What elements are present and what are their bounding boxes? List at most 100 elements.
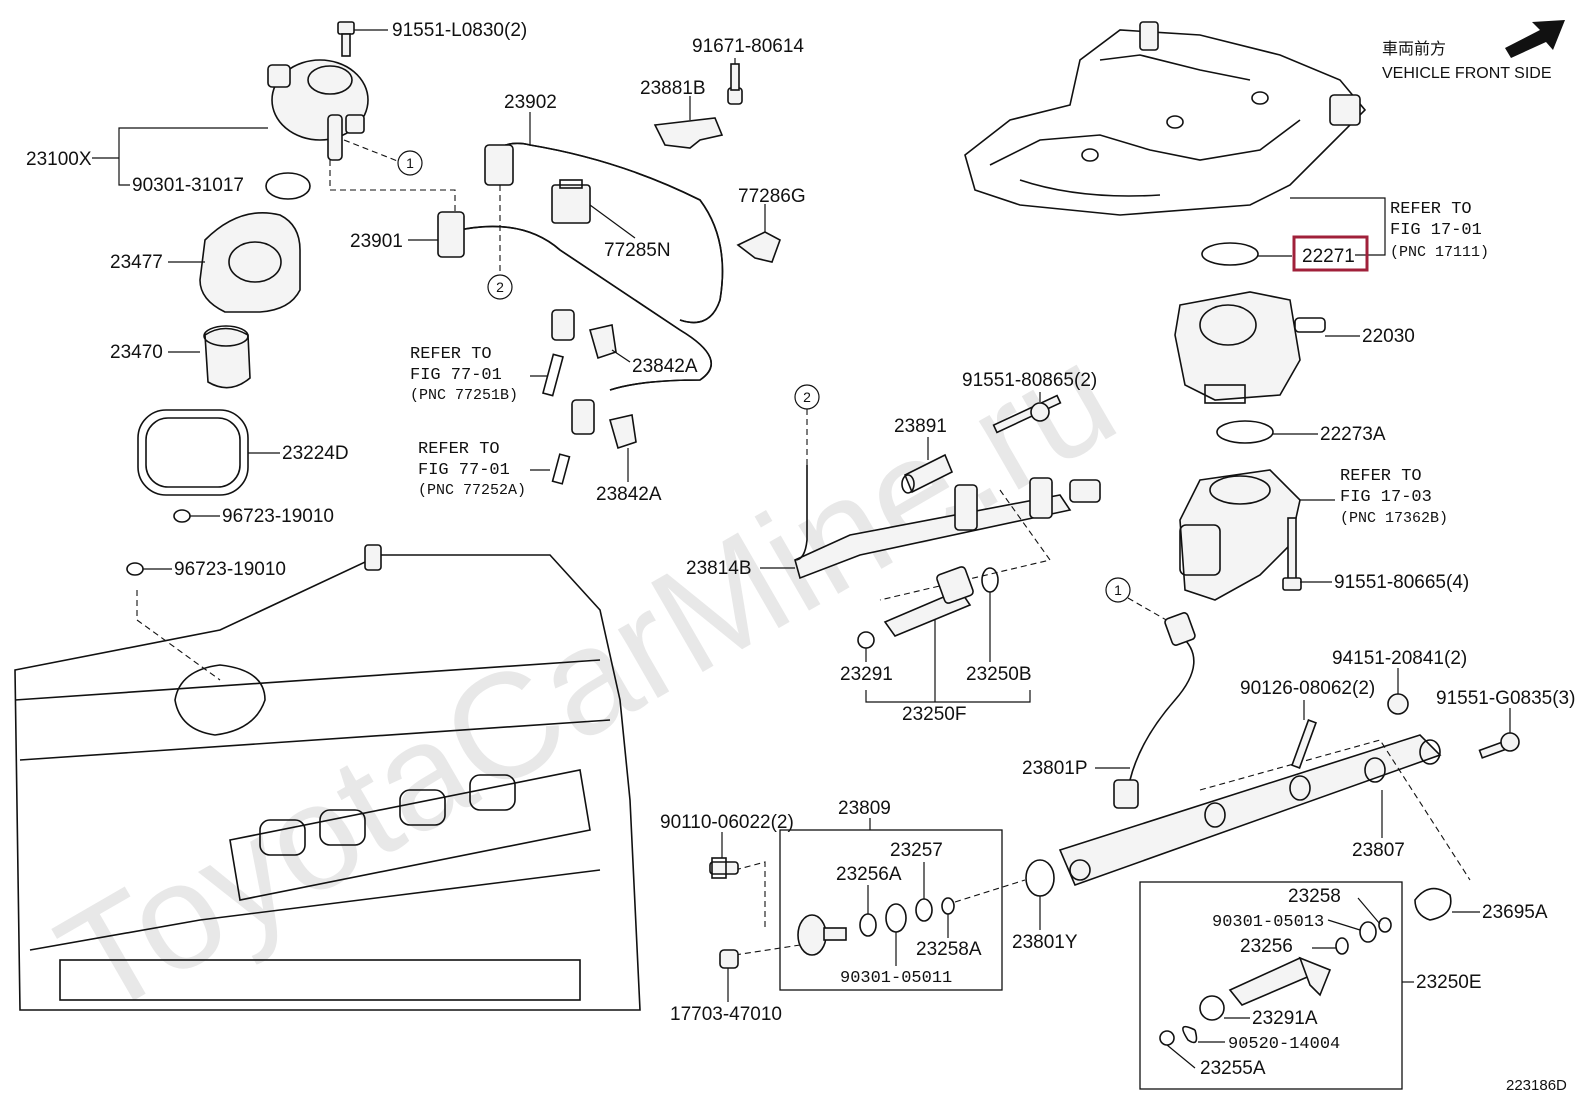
refer-77251B-line2[interactable]: FIG 77-01 (410, 366, 502, 385)
label-23801P: 23801P (1022, 758, 1088, 779)
injector-23250F[interactable] (883, 566, 974, 637)
damper-23891[interactable] (901, 453, 954, 494)
label-90520-14004: 90520-14004 (1228, 1035, 1340, 1054)
label-90126-08062: 90126-08062(2) (1240, 678, 1375, 699)
clip-90520-14004[interactable] (1182, 1025, 1198, 1044)
o-ring-90301-05013[interactable] (1359, 921, 1377, 943)
seal-23256[interactable] (1335, 937, 1349, 955)
refer-17111-line2[interactable]: FIG 17-01 (1390, 221, 1482, 240)
clamp-23842A-upper[interactable] (588, 324, 617, 360)
label-23801Y: 23801Y (1012, 932, 1078, 953)
label-77286G: 77286G (738, 186, 806, 207)
vehicle-front-arrow-icon (1505, 20, 1565, 58)
gasket-22271[interactable] (1201, 242, 1259, 266)
o-ring-90301-05011[interactable] (885, 903, 907, 933)
bolt-91671-80614[interactable] (727, 63, 743, 105)
seal-23291[interactable] (857, 631, 875, 649)
egr-valve-assembly[interactable] (1179, 469, 1301, 601)
direction-label-jp: 車両前方 (1382, 40, 1446, 58)
throttle-body-22030[interactable] (1174, 291, 1326, 404)
fuel-pump-23100X[interactable] (267, 59, 369, 161)
group-box-23809 (779, 829, 1003, 991)
label-23257: 23257 (890, 840, 943, 861)
label-23291: 23291 (840, 664, 893, 685)
gasket-23224D[interactable] (137, 409, 249, 496)
label-77285N: 77285N (604, 240, 671, 261)
bolt-91551-G0835[interactable] (1478, 732, 1520, 759)
label-23807: 23807 (1352, 840, 1405, 861)
ref-marker-2-mid: 2 (803, 389, 811, 405)
label-90301-05011: 90301-05011 (840, 969, 952, 988)
refer-77251B-line3[interactable]: (PNC 77251B) (410, 387, 518, 404)
refer-77252A-line2[interactable]: FIG 77-01 (418, 461, 510, 480)
ref-marker-1-top: 1 (406, 155, 414, 171)
label-23477: 23477 (110, 252, 163, 273)
ref-marker-2-top: 2 (496, 279, 504, 295)
refer-17111-line3[interactable]: (PNC 17111) (1390, 244, 1489, 261)
clamp-23842A-lower[interactable] (608, 414, 637, 450)
label-23842A-lower: 23842A (596, 484, 662, 505)
plug-17703-47010[interactable] (719, 949, 739, 969)
hose-end-lower[interactable] (571, 399, 595, 435)
nut-94151-20841[interactable] (1387, 693, 1409, 715)
label-94151-20841: 94151-20841(2) (1332, 648, 1467, 669)
clamp-77285N[interactable] (551, 179, 591, 224)
fuel-hose-23901[interactable] (437, 211, 712, 391)
bolt-91551-L0830[interactable] (337, 21, 355, 57)
intake-manifold (964, 21, 1367, 216)
seal-23291A[interactable] (1199, 995, 1225, 1021)
stud-90126-08062[interactable] (1291, 719, 1317, 769)
pump-lifter-23470[interactable] (203, 325, 251, 389)
label-23250B: 23250B (966, 664, 1032, 685)
clamp-23695A[interactable] (1414, 887, 1452, 921)
refer-77252A-line3[interactable]: (PNC 77252A) (418, 482, 526, 499)
label-91551-80865: 91551-80865(2) (962, 370, 1097, 391)
label-90301-31017: 90301-31017 (132, 175, 244, 196)
fuel-rail-23814B[interactable] (794, 465, 1101, 580)
refer-17362B-line2[interactable]: FIG 17-03 (1340, 488, 1432, 507)
refer-77252A-line1[interactable]: REFER TO (418, 440, 500, 459)
bolt-90110-06022[interactable] (709, 857, 739, 879)
bolt-91551-80865[interactable] (992, 394, 1062, 434)
seal-23256A[interactable] (859, 913, 877, 937)
fuel-pipe-23801P[interactable] (1113, 612, 1196, 809)
clip-77286G[interactable] (736, 231, 781, 263)
refer-17362B-line1[interactable]: REFER TO (1340, 467, 1422, 486)
figure-id: 223186D (1506, 1077, 1567, 1094)
washer-23255A[interactable] (1159, 1030, 1175, 1046)
bolt-91551-80665[interactable] (1282, 517, 1302, 591)
o-ring-23250B[interactable] (981, 567, 999, 593)
gasket-22273A[interactable] (1216, 420, 1274, 444)
label-96723-19010-lower: 96723-19010 (174, 559, 286, 580)
refer-77251B-line1[interactable]: REFER TO (410, 345, 492, 364)
label-23258: 23258 (1288, 886, 1341, 907)
group-box-23250E (1139, 881, 1403, 1090)
fuel-hose-23902[interactable] (484, 142, 724, 324)
o-ring-96723-19010-upper[interactable] (173, 509, 191, 523)
pump-lifter-guide-23477[interactable] (199, 212, 301, 313)
label-23842A-upper: 23842A (632, 356, 698, 377)
label-22271[interactable]: 22271 (1302, 246, 1355, 267)
o-ring-90301-31017[interactable] (265, 172, 311, 200)
label-91551-L0830: 91551-L0830(2) (392, 20, 527, 41)
seal-23257[interactable] (915, 898, 933, 922)
pressure-sensor[interactable] (797, 914, 847, 956)
hose-end-upper[interactable] (551, 309, 575, 341)
washer-23258A[interactable] (941, 897, 955, 915)
fuel-rail-23807[interactable] (1058, 734, 1442, 887)
label-91671-80614: 91671-80614 (692, 36, 804, 57)
label-22273A: 22273A (1320, 424, 1386, 445)
highlight-box-22271 (1292, 235, 1369, 272)
label-23891: 23891 (894, 416, 947, 437)
o-ring-96723-19010-lower[interactable] (126, 562, 144, 576)
bracket-23881B[interactable] (653, 117, 724, 149)
label-23258A: 23258A (916, 939, 982, 960)
washer-23258[interactable] (1378, 917, 1392, 933)
gasket-23801Y[interactable] (1025, 859, 1055, 897)
refer-17362B-line3[interactable]: (PNC 17362B) (1340, 510, 1448, 527)
refer-17111-line1[interactable]: REFER TO (1390, 200, 1472, 219)
label-90301-05013: 90301-05013 (1212, 913, 1324, 932)
injector-23250E[interactable] (1228, 956, 1332, 1006)
